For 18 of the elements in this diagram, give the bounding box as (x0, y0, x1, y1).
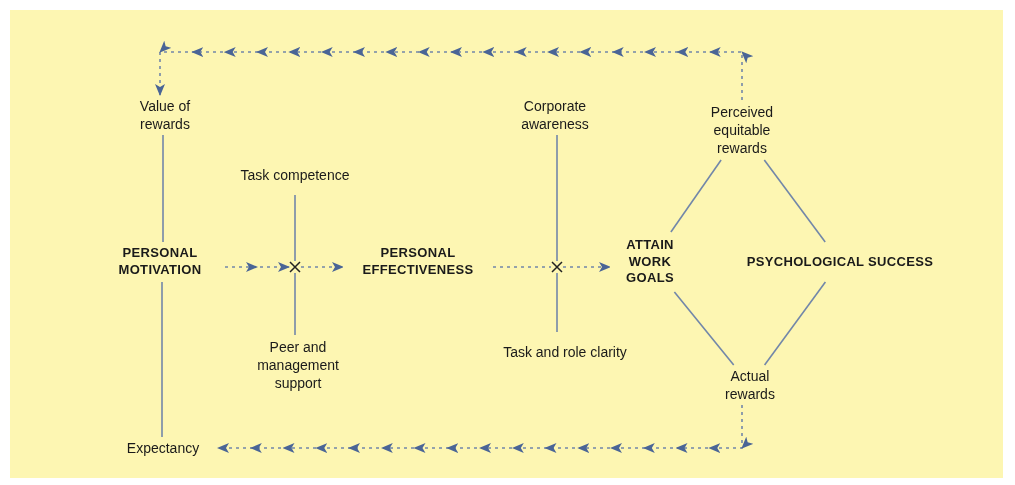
connector-line (763, 281, 827, 366)
junction-cross (551, 261, 563, 273)
arrow (300, 262, 344, 272)
connector-line (673, 291, 735, 366)
arrow (562, 262, 611, 272)
connector-line (556, 134, 558, 262)
connector-line (294, 194, 296, 262)
connector-line (763, 159, 826, 243)
connector-line (492, 266, 552, 268)
connector-line (670, 159, 722, 233)
junction-cross (289, 261, 301, 273)
connector-line (161, 281, 163, 438)
arrow (224, 262, 290, 272)
arrow (217, 404, 753, 453)
connector-line (556, 272, 558, 333)
connector-line (294, 272, 296, 336)
connector-line (162, 134, 164, 243)
arrow (155, 41, 753, 101)
